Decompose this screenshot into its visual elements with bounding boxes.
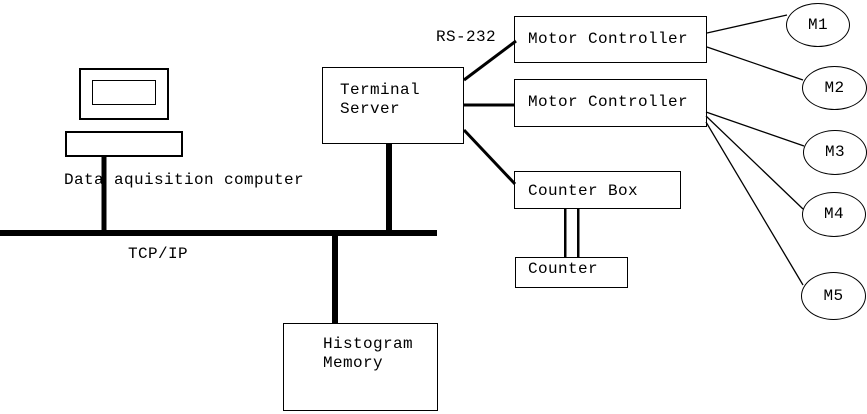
motorctrl1-m1-link-line [706,14,788,34]
motorctrl2-m3-link-line [705,111,805,147]
monitor-icon [79,68,169,120]
motor-m2-ellipse: M2 [802,66,867,110]
tcpip-bus-label: TCP/IP [128,245,189,263]
counter-box-box: Counter Box [514,171,681,209]
motor-m2-label: M2 [824,78,845,97]
rs232-serial-label: RS-232 [436,28,497,46]
motorctrl2-m4-link-line [705,115,804,210]
histogram-memory-box: Histogram Memory [283,323,438,411]
motor-m1-ellipse: M1 [786,3,850,47]
terminal-server-box: Terminal Server [322,67,464,144]
terminal-server-label-line1: Terminal [340,81,421,99]
motorctrl1-m2-link-line [706,46,804,81]
motor-controller-top-label: Motor Controller [528,30,689,48]
motor-m4-ellipse: M4 [802,192,866,237]
motor-m3-label: M3 [824,143,845,161]
histogram-memory-label-line2: Memory [323,354,384,372]
monitor-screen-icon [92,80,156,105]
motor-controller-bottom-label: Motor Controller [528,93,689,111]
motorctrl2-m5-link-line [705,121,804,286]
motor-m3-ellipse: M3 [803,130,867,175]
motor-m5-label: M5 [823,286,844,305]
terminal-server-label-line2: Server [340,100,401,118]
motor-m5-ellipse: M5 [801,272,866,320]
histogram-memory-label-line1: Histogram [323,335,414,353]
data-acquisition-computer-label: Data aquisition computer [64,171,305,189]
counter-box-node: Counter [515,257,628,288]
keyboard-icon [65,131,183,157]
motor-controller-bottom-box: Motor Controller [514,79,707,127]
ts-counterbox-link-line [462,128,517,186]
counter-label: Counter [528,260,599,278]
motor-controller-top-box: Motor Controller [514,16,707,63]
motor-m1-label: M1 [807,15,828,34]
counter-box-label: Counter Box [528,182,639,200]
motor-m4-label: M4 [823,205,844,223]
